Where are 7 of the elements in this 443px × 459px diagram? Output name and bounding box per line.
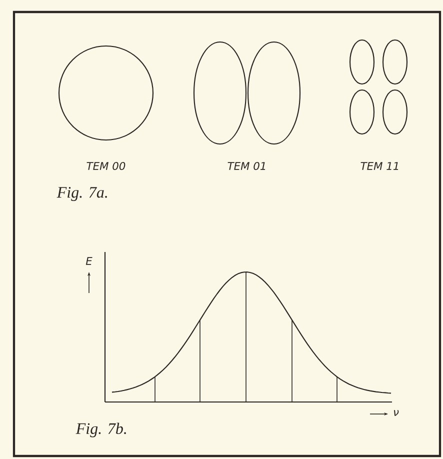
- axis-label: E: [86, 257, 92, 265]
- axis-label: ν: [394, 410, 399, 416]
- mode-label: TEM 11: [360, 162, 398, 170]
- mode-label: TEM 00: [86, 162, 126, 170]
- figure-caption: Fig. 7a.: [56, 187, 107, 201]
- mode-label: TEM 01: [228, 162, 266, 170]
- figure-caption: Fig. 7b.: [76, 422, 126, 438]
